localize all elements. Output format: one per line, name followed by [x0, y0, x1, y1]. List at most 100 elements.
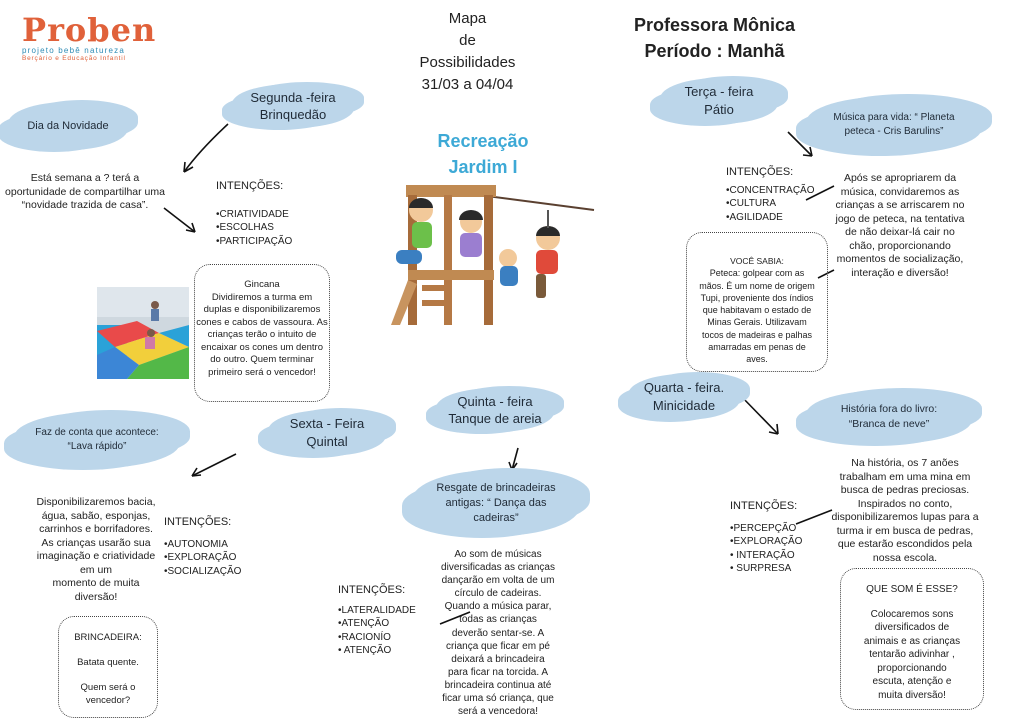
text-line: trabalham em uma mina em — [839, 470, 971, 483]
text-line: disponibilizaremos lupas para a — [831, 511, 979, 523]
activity-title: “Lava rápido” — [67, 441, 127, 452]
text-line: interação e diversão! — [851, 266, 949, 279]
text-line: diversão! — [74, 590, 118, 603]
place-label: Brinquedão — [259, 107, 327, 122]
text-line: de não deixar-lá cair no — [845, 226, 955, 238]
intent-title: INTENÇÕES: — [216, 180, 284, 192]
intent-item: •ESCOLHAS — [216, 222, 274, 233]
text-line: momentos de socialização, — [836, 253, 964, 265]
intent-item: •EXPLORAÇÃO — [164, 552, 237, 563]
text-line: círculo de cadeiras. — [454, 588, 542, 600]
period: Período : Manhã — [644, 41, 785, 61]
wednesday-day-cloud: Quarta - feira. Minicidade — [628, 374, 740, 420]
text-line: será a vencedora! — [457, 706, 539, 718]
map-title-line: de — [459, 32, 476, 49]
text-line: busca de pedras preciosas. — [840, 484, 970, 496]
intent-item: •SOCIALIZAÇÃO — [164, 565, 242, 577]
text-line: momento de muita — [52, 577, 140, 589]
box-line: Dividiremos a turma em — [211, 291, 313, 303]
children-playing-photo — [97, 287, 189, 379]
tuesday-intents: INTENÇÕES: •CONCENTRAÇÃO •CULTURA •AGILI… — [726, 166, 815, 224]
intent-item: •CRIATIVIDADE — [216, 208, 289, 220]
text-line: Quando a música parar, — [444, 601, 552, 613]
box-line: que habitavam o estado de — [702, 305, 812, 316]
intent-title: INTENÇÕES: — [730, 500, 798, 512]
text-line: Disponibilizaremos bacia, — [36, 496, 156, 508]
text-line: nossa escola. — [872, 551, 938, 564]
arrow-monday — [183, 123, 229, 173]
friday-activity-cloud: Faz de conta que acontece: “Lava rápido” — [14, 412, 180, 468]
intent-item: •CONCENTRAÇÃO — [726, 184, 815, 196]
box-line: Colocaremos sons — [870, 608, 954, 620]
text-line: Ao som de músicas — [454, 549, 542, 560]
text-line: crianças a se arriscarem no — [835, 199, 965, 211]
activity-title: cadeiras” — [473, 511, 519, 524]
text-line: que estarão escondidos pela — [837, 538, 973, 550]
text-line: Após se apropriarem da — [843, 172, 957, 184]
monday-text: Está semana a ? terá a oportunidade de c… — [0, 172, 170, 213]
text-line: As crianças usarão sua — [41, 536, 151, 549]
day-label: Segunda -feira — [250, 90, 336, 105]
map-title-line: Mapa — [448, 10, 487, 27]
text-line: música, convidaremos as — [840, 185, 960, 198]
box-line: Batata quente. — [77, 657, 139, 668]
place-label: Quintal — [306, 434, 348, 449]
text-line: jogo de peteca, na tentativa — [835, 212, 965, 225]
friday-intents: INTENÇÕES: •AUTONOMIA •EXPLORAÇÃO •SOCIA… — [164, 516, 241, 578]
thursday-intents: INTENÇÕES: •LATERALIDADE •ATENÇÃO •RACIO… — [338, 584, 416, 658]
intent-item: •PARTICIPAÇÃO — [216, 235, 293, 247]
text-line: turma ir em busca de pedras, — [836, 524, 974, 537]
playground-illustration — [391, 185, 595, 325]
wednesday-box: QUE SOM É ESSE? Colocaremos sons diversi… — [840, 568, 984, 710]
activity-title: Música para vida: “ Planeta — [833, 112, 955, 123]
intent-item: •PERCEPÇÃO — [730, 522, 797, 534]
friday-box: BRINCADEIRA: Batata quente. Quem será o … — [58, 616, 158, 718]
box-line: proporcionando — [877, 662, 947, 674]
text-line: “novidade trazida de casa”. — [21, 199, 149, 211]
box-line: vencedor? — [85, 695, 131, 706]
place-label: Tanque de areia — [448, 411, 542, 426]
intent-item: •RACIONÍO — [338, 631, 391, 643]
box-line: primeiro será o vencedor! — [208, 366, 316, 378]
monday-activity-cloud: Dia da Novidade — [8, 102, 128, 150]
day-label: Quinta - feira — [457, 394, 533, 409]
text-line: criança que ficar em pé — [446, 640, 550, 652]
logo-name: Proben — [22, 11, 157, 49]
box-line: tentarão adivinhar , — [869, 649, 955, 660]
intent-title: INTENÇÕES: — [164, 516, 232, 528]
tuesday-text: Após se apropriarem da música, convidare… — [820, 172, 980, 280]
logo: Proben projeto bebê natureza Berçário e … — [22, 14, 162, 62]
box-title: BRINCADEIRA: — [74, 632, 142, 643]
activity-title: Faz de conta que acontece: — [35, 427, 159, 438]
activity-title: “Branca de neve” — [848, 418, 930, 430]
activity-title: Dia da Novidade — [27, 120, 109, 132]
text-line: todas as crianças — [459, 614, 537, 626]
text-line: Inspirados no conto, — [857, 497, 953, 510]
text-line: diversificadas as crianças — [441, 562, 555, 574]
intent-title: INTENÇÕES: — [726, 166, 794, 178]
center-title-line: Jardim I — [448, 157, 518, 177]
text-line: ficar uma só criança, que — [442, 693, 554, 705]
center-title: Recreação Jardim I — [408, 128, 558, 180]
box-title: VOCÊ SABIA: — [730, 256, 784, 266]
map-title-line: Possibilidades — [419, 54, 516, 71]
text-line: chão, proporcionando — [849, 239, 951, 252]
box-line: Peteca: golpear com as — [709, 268, 805, 279]
logo-line2: Berçário e Educação Infantil — [22, 55, 126, 62]
text-line: para ficar na torcida. A — [447, 666, 549, 678]
place-label: Pátio — [704, 102, 734, 117]
box-line: cones e cabos de vassoura. As — [196, 316, 328, 328]
intent-item: • INTERAÇÃO — [730, 549, 795, 561]
box-title: Gincana — [244, 279, 280, 290]
text-line: em um — [79, 563, 113, 576]
box-line: muita diversão! — [878, 689, 946, 701]
box-line: mãos. É um nome de origem — [699, 280, 815, 291]
wednesday-text: Na história, os 7 anões trabalham em uma… — [822, 457, 988, 565]
place-label: Minicidade — [652, 398, 716, 413]
thursday-text: Ao som de músicas diversificadas as cria… — [428, 548, 568, 718]
activity-title: Resgate de brincadeiras — [436, 481, 556, 494]
day-label: Quarta - feira. — [643, 380, 725, 395]
